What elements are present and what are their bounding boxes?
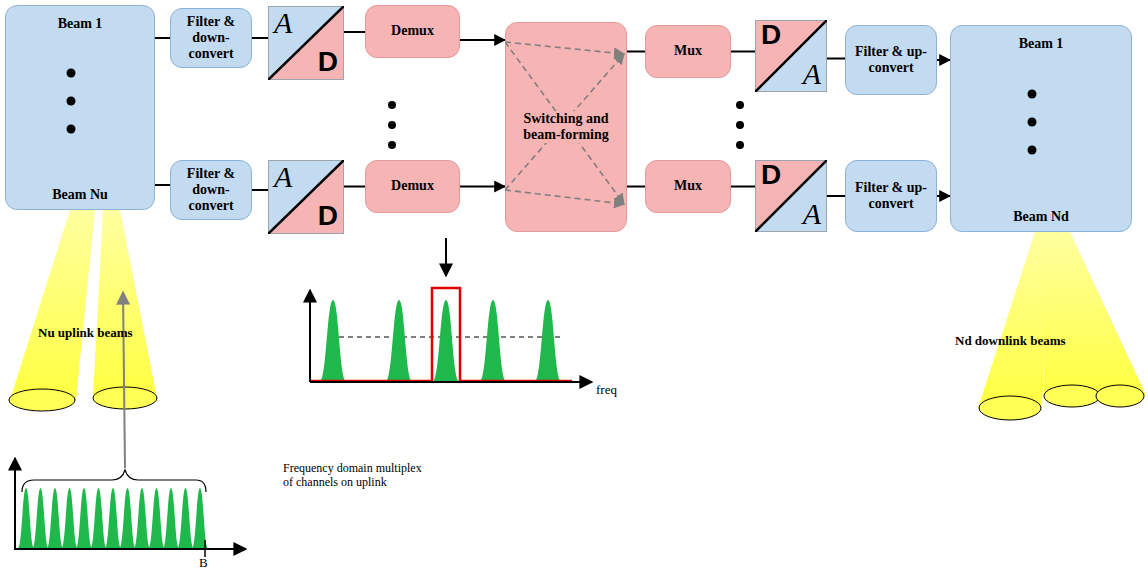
beam-caption: Nu uplink beams — [38, 325, 133, 340]
signal-line — [155, 37, 170, 39]
uplink-spectrum — [15, 292, 246, 557]
mux-box: Mux — [645, 160, 731, 213]
node-label: Demux — [391, 23, 434, 39]
converter-letter: A — [274, 160, 292, 193]
converter-box: AD — [268, 6, 344, 80]
converter-letter: A — [803, 197, 821, 230]
node-label: Beam Nu — [52, 187, 108, 203]
mux-box: Mux — [645, 25, 731, 78]
node-label: Demux — [391, 178, 434, 194]
signal-line — [252, 189, 268, 191]
signal-line — [827, 58, 845, 60]
uplink-beams — [9, 210, 157, 411]
channel-hump — [120, 488, 136, 548]
demux-box: Demux — [365, 5, 460, 58]
channel-hump — [433, 300, 459, 381]
node-label: Beam Nd — [1013, 209, 1069, 225]
channel-hump — [163, 488, 179, 548]
signal-line — [627, 51, 645, 53]
signal-line — [460, 186, 505, 188]
node-label: Mux — [674, 43, 702, 59]
ellipsis-dots — [1026, 82, 1038, 162]
node-label: Filter & down-convert — [175, 14, 247, 62]
signal-line — [344, 31, 365, 33]
note-text: Frequency domain multiplex of channels o… — [283, 461, 422, 489]
beam-caption: Nu uplink beams — [38, 326, 178, 341]
channel-hump — [18, 488, 34, 548]
filter-box: Filter & up-convert — [845, 160, 937, 232]
node-label: Beam 1 — [1019, 36, 1064, 52]
signal-line — [460, 39, 505, 41]
node-label: Filter & up-convert — [850, 180, 932, 212]
axis-label: freq — [596, 382, 617, 397]
converter-letter: D — [761, 160, 781, 191]
signal-line — [937, 59, 950, 61]
converter-box: AD — [268, 160, 344, 234]
filter-box: Filter & down-convert — [170, 160, 252, 220]
beam-array-box: Beam 1 Beam Nd — [950, 25, 1132, 232]
node-label: Mux — [674, 178, 702, 194]
converter-box: DA — [755, 20, 827, 92]
beam-caption: Nd downlink beams — [955, 333, 1066, 348]
node-label: Filter & up-convert — [850, 44, 932, 76]
node-label: Beam 1 — [58, 16, 103, 32]
channel-spectrum — [310, 238, 592, 382]
beam-array-box: Beam 1 Beam Nu — [5, 5, 155, 210]
channel-hump — [192, 488, 208, 548]
downlink-beams — [978, 232, 1146, 420]
ellipsis-dots — [65, 61, 77, 141]
converter-letter: D — [761, 20, 781, 51]
channel-hump — [134, 488, 150, 548]
channel-hump — [91, 488, 107, 548]
converter-letter: A — [274, 6, 292, 39]
node-label: Switching and beam-forming — [510, 111, 622, 143]
signal-line — [344, 186, 365, 188]
signal-line — [155, 184, 170, 186]
axis-label: B — [199, 556, 213, 571]
converter-letter: D — [318, 201, 338, 232]
filter-box: Filter & up-convert — [845, 25, 937, 95]
channel-hump — [535, 300, 561, 381]
converter-letter: A — [803, 57, 821, 90]
channel-hump — [386, 300, 412, 381]
signal-line — [731, 186, 755, 188]
signal-line — [827, 195, 845, 197]
axis-label: B — [199, 555, 208, 570]
channel-hump — [149, 488, 165, 548]
channel-hump — [62, 488, 78, 548]
demux-box: Demux — [365, 160, 460, 213]
channel-hump — [320, 300, 346, 381]
channel-hump — [47, 488, 63, 548]
signal-line — [731, 51, 755, 53]
signal-line — [252, 37, 268, 39]
channel-hump — [480, 300, 506, 381]
converter-box: DA — [755, 160, 827, 232]
channel-hump — [105, 488, 121, 548]
switching-box: Switching and beam-forming — [505, 22, 627, 232]
channel-hump — [178, 488, 194, 548]
node-label: Filter & down-convert — [175, 166, 247, 214]
channel-hump — [76, 488, 92, 548]
converter-letter: D — [318, 47, 338, 78]
axis-label: freq — [596, 383, 636, 398]
signal-line — [627, 186, 645, 188]
filter-box: Filter & down-convert — [170, 8, 252, 68]
channel-hump — [33, 488, 49, 548]
signal-line — [937, 195, 950, 197]
beam-caption: Nd downlink beams — [955, 334, 1115, 349]
note-text: Frequency domain multiplex of channels o… — [283, 462, 433, 490]
